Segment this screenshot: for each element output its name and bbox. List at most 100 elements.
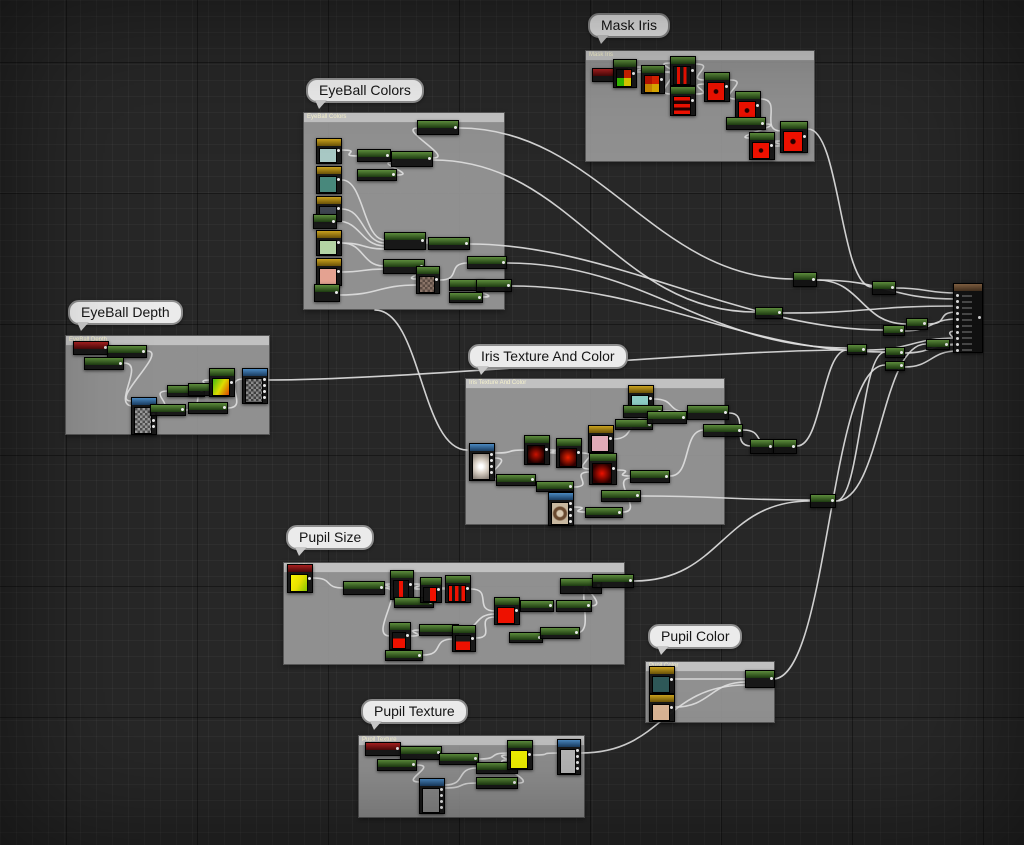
material-input-pin[interactable] [956, 300, 959, 304]
output-pin[interactable] [538, 635, 541, 639]
texture-sample-node[interactable] [419, 778, 445, 814]
output-pin[interactable] [380, 586, 383, 589]
material-function-node[interactable] [287, 564, 313, 593]
output-pin[interactable] [335, 291, 338, 294]
output-pin[interactable] [263, 378, 266, 381]
output-pin[interactable] [648, 422, 651, 426]
output-pin[interactable] [440, 806, 443, 809]
material-expression-node[interactable] [641, 65, 665, 94]
material-expression-node[interactable] [420, 577, 442, 603]
output-pin[interactable] [406, 634, 409, 637]
comment-bubble-eyeball-colors[interactable]: EyeBall Colors [306, 78, 424, 109]
material-expression-node[interactable] [496, 474, 536, 486]
output-pin[interactable] [104, 346, 107, 349]
output-pin[interactable] [612, 467, 615, 470]
material-expression-node[interactable] [400, 746, 442, 760]
output-pin[interactable] [531, 478, 534, 481]
material-function-node[interactable] [73, 341, 109, 355]
output-pin[interactable] [466, 587, 469, 590]
output-pin[interactable] [490, 453, 493, 456]
material-output-node[interactable] [953, 283, 983, 353]
output-pin[interactable] [569, 502, 572, 505]
output-pin[interactable] [418, 653, 421, 657]
material-expression-node[interactable] [357, 149, 391, 162]
output-pin[interactable] [649, 397, 652, 400]
comment-title-eyeball-colors[interactable]: EyeBall Colors [304, 113, 504, 123]
output-pin[interactable] [471, 636, 474, 640]
output-pin[interactable] [119, 361, 122, 365]
output-pin[interactable] [665, 474, 668, 478]
comment-title-pupil-texture[interactable]: Pupil Texture [359, 736, 584, 746]
output-pin[interactable] [409, 583, 412, 586]
texture-sample-node[interactable] [548, 492, 574, 526]
output-pin[interactable] [636, 494, 639, 497]
output-pin[interactable] [308, 576, 311, 580]
output-pin[interactable] [576, 761, 579, 764]
output-pin[interactable] [454, 125, 457, 129]
output-pin[interactable] [152, 425, 155, 428]
output-pin[interactable] [632, 71, 635, 75]
output-pin[interactable] [515, 609, 518, 612]
material-expression-node[interactable] [704, 72, 730, 102]
comment-bubble-pupil-color[interactable]: Pupil Color [648, 624, 743, 655]
material-expression-node[interactable] [613, 59, 637, 88]
vector-parameter-node[interactable] [316, 138, 342, 164]
output-pin[interactable] [576, 767, 579, 770]
comment-title-eyeball-depth[interactable]: EyeBall Depth [66, 336, 269, 346]
output-pin[interactable] [337, 149, 340, 152]
output-pin[interactable] [756, 104, 759, 107]
output-pin[interactable] [618, 510, 621, 514]
output-pin[interactable] [440, 788, 443, 791]
output-pin[interactable] [576, 755, 579, 758]
texture-sample-node[interactable] [557, 739, 581, 775]
material-expression-node[interactable] [556, 438, 582, 468]
output-pin[interactable] [577, 451, 580, 454]
comment-bubble-pupil-texture[interactable]: Pupil Texture [361, 699, 468, 730]
output-pin[interactable] [724, 410, 727, 414]
output-pin[interactable] [332, 219, 335, 223]
material-expression-node[interactable] [520, 600, 554, 612]
output-pin[interactable] [978, 316, 981, 319]
comment-bubble-iris-texture-and-color[interactable]: Iris Texture And Color [468, 344, 628, 375]
material-expression-node[interactable] [589, 453, 617, 485]
output-pin[interactable] [396, 747, 399, 750]
output-pin[interactable] [528, 753, 531, 756]
output-pin[interactable] [569, 508, 572, 511]
comment-bubble-eyeball-depth[interactable]: EyeBall Depth [68, 300, 183, 331]
output-pin[interactable] [569, 520, 572, 523]
comment-bubble-pupil-size[interactable]: Pupil Size [286, 525, 375, 556]
output-pin[interactable] [660, 77, 663, 81]
output-pin[interactable] [770, 677, 773, 680]
comment-title-mask-iris[interactable]: Mask Iris [586, 51, 814, 61]
output-pin[interactable] [263, 384, 266, 387]
output-pin[interactable] [545, 448, 548, 451]
output-pin[interactable] [152, 419, 155, 422]
output-pin[interactable] [569, 484, 572, 488]
output-pin[interactable] [900, 328, 903, 332]
vector-parameter-node[interactable] [588, 425, 614, 453]
output-pin[interactable] [263, 390, 266, 393]
output-pin[interactable] [337, 270, 340, 273]
output-pin[interactable] [437, 751, 440, 754]
output-pin[interactable] [576, 749, 579, 752]
output-pin[interactable] [725, 85, 728, 88]
comment-bubble-mask-iris[interactable]: Mask Iris [588, 13, 670, 44]
output-pin[interactable] [337, 207, 340, 210]
output-pin[interactable] [670, 678, 673, 681]
material-expression-node[interactable] [540, 627, 580, 639]
output-pin[interactable] [569, 514, 572, 517]
vector-parameter-node[interactable] [316, 258, 342, 286]
comment-title-iris-texture-and-color[interactable]: Iris Texture And Color [466, 379, 724, 389]
output-pin[interactable] [549, 604, 552, 607]
material-expression-node[interactable] [670, 86, 696, 116]
output-pin[interactable] [609, 437, 612, 440]
output-pin[interactable] [263, 396, 266, 399]
output-pin[interactable] [629, 579, 632, 582]
output-pin[interactable] [440, 794, 443, 797]
output-pin[interactable] [691, 99, 694, 102]
output-pin[interactable] [337, 178, 340, 181]
output-pin[interactable] [691, 69, 694, 72]
output-pin[interactable] [803, 135, 806, 138]
vector-parameter-node[interactable] [316, 166, 342, 194]
